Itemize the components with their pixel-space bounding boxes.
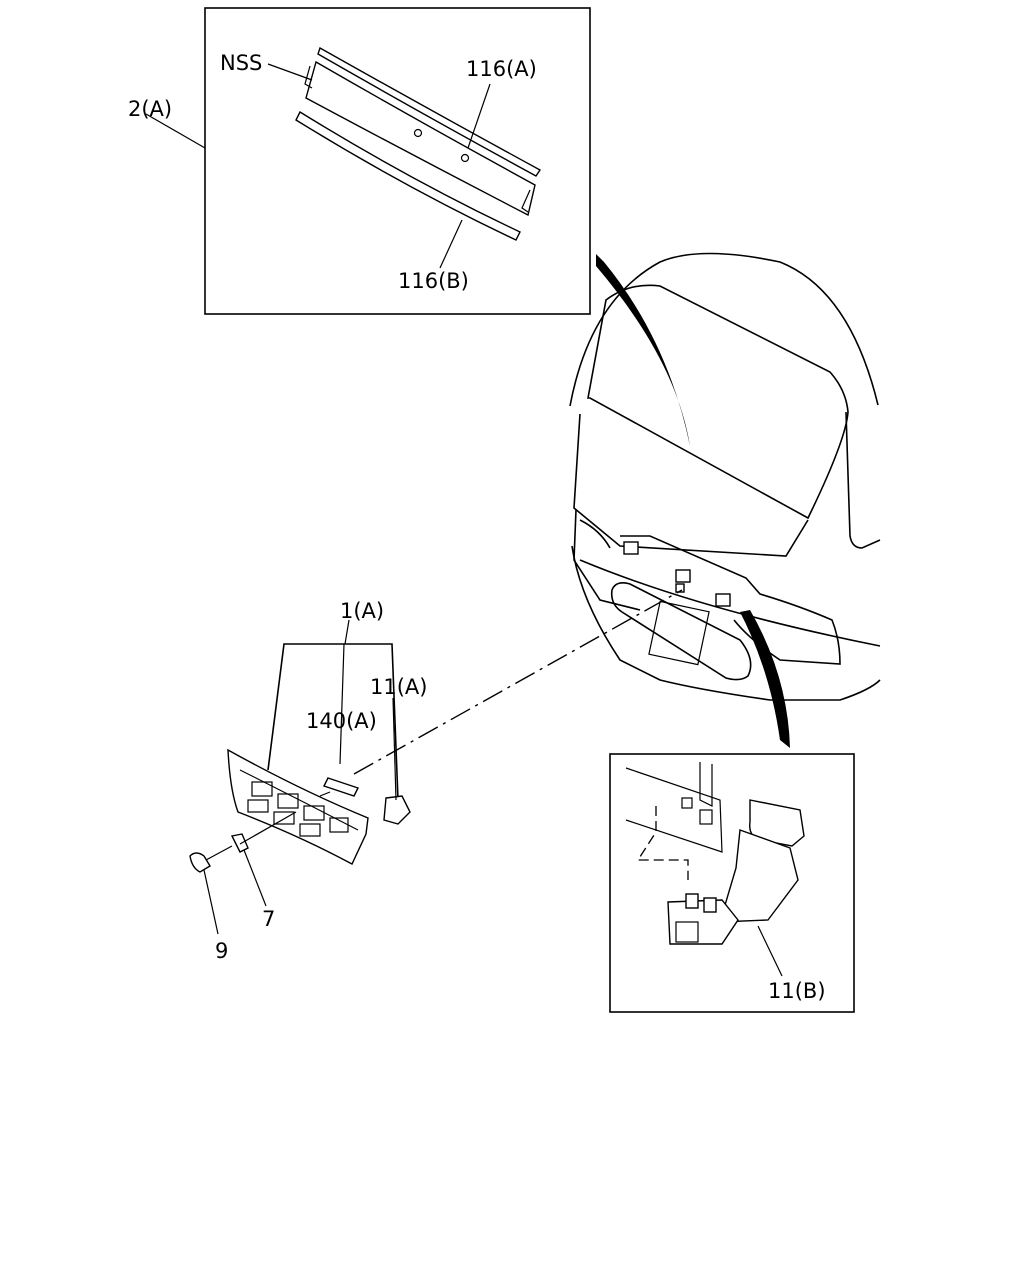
label-11a: 11(A): [370, 675, 427, 699]
vehicle-front-outline: [569, 252, 881, 701]
position-line: [353, 589, 683, 775]
label-140a: 140(A): [306, 709, 377, 733]
label-9: 9: [215, 939, 228, 963]
detail-box-clip: [609, 753, 855, 1013]
label-nss: NSS: [220, 51, 262, 75]
detail-box-windshield-moulding: [145, 7, 591, 315]
label-116a: 116(A): [466, 57, 537, 81]
grille-assembly: [189, 619, 411, 935]
callout-arrow-top: [596, 254, 690, 446]
label-11b: 11(B): [768, 979, 826, 1003]
callout-arrow-bottom: [740, 610, 790, 748]
label-116b: 116(B): [398, 269, 469, 293]
label-1a: 1(A): [340, 599, 384, 623]
label-7: 7: [262, 907, 275, 931]
label-2a: 2(A): [128, 97, 172, 121]
